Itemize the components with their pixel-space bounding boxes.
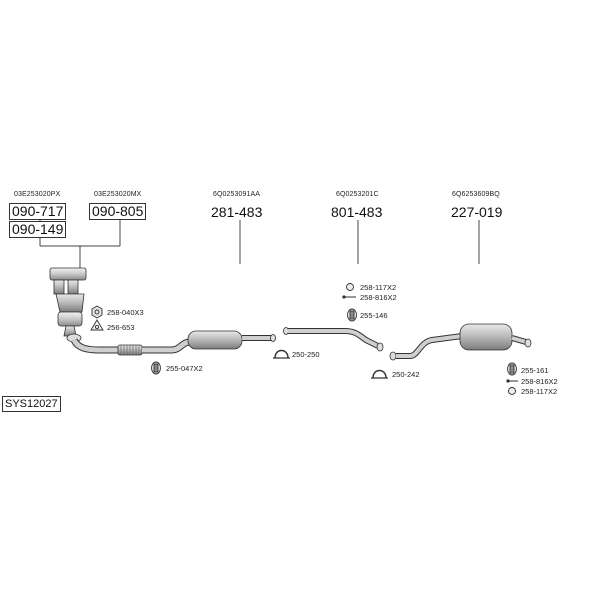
- fitting-258-117x2-bottom[interactable]: 258-117X2: [521, 387, 558, 396]
- fitting-250-242[interactable]: 250-242: [392, 370, 420, 379]
- fitting-258-816x2-bottom[interactable]: 258-816X2: [521, 377, 558, 386]
- part-number-281-483[interactable]: 281-483: [211, 204, 263, 220]
- ring-icon: [346, 283, 354, 291]
- part-number-090-805[interactable]: 090-805: [89, 203, 147, 220]
- clamp-icon-2: [372, 369, 387, 379]
- part-number-801-483[interactable]: 801-483: [331, 204, 383, 220]
- oem-code-middle-silencer: 6Q0253091AA: [213, 191, 261, 198]
- leader-lines: [39, 220, 480, 270]
- middle-pipe: [283, 327, 384, 352]
- oem-code-manifold-b: 03E253020MX: [94, 191, 142, 198]
- ring-icon-2: [508, 387, 516, 395]
- fitting-255-161[interactable]: 255-161: [521, 366, 549, 375]
- nut-icon: [91, 305, 103, 319]
- fitting-258-040x3[interactable]: 258-040X3: [107, 308, 144, 317]
- part-number-090-717[interactable]: 090-717: [9, 203, 67, 220]
- rear-silencer: [389, 323, 532, 361]
- clamp-icon: [274, 349, 289, 359]
- middle-silencer: [187, 330, 276, 350]
- fitting-256-653[interactable]: 256-653: [107, 323, 135, 332]
- oem-code-rear-silencer: 6Q6253609BQ: [452, 191, 500, 198]
- fitting-255-047x2[interactable]: 255-047X2: [166, 364, 203, 373]
- fitting-258-816x2-top[interactable]: 258-816X2: [360, 293, 397, 302]
- oem-code-manifold-a: 03E253020PX: [14, 191, 61, 198]
- manifold-catalyst: [49, 267, 87, 343]
- fitting-255-146[interactable]: 255-146: [360, 311, 388, 320]
- system-code: SYS12027: [2, 396, 61, 412]
- fitting-250-250[interactable]: 250-250: [292, 350, 320, 359]
- fitting-icons: [90, 283, 518, 395]
- part-number-090-149[interactable]: 090-149: [9, 221, 67, 238]
- fitting-258-117x2-top[interactable]: 258-117X2: [360, 283, 397, 292]
- part-number-227-019[interactable]: 227-019: [451, 204, 503, 220]
- oem-code-middle-pipe: 6Q0253201C: [336, 191, 379, 198]
- front-pipe: [70, 338, 191, 356]
